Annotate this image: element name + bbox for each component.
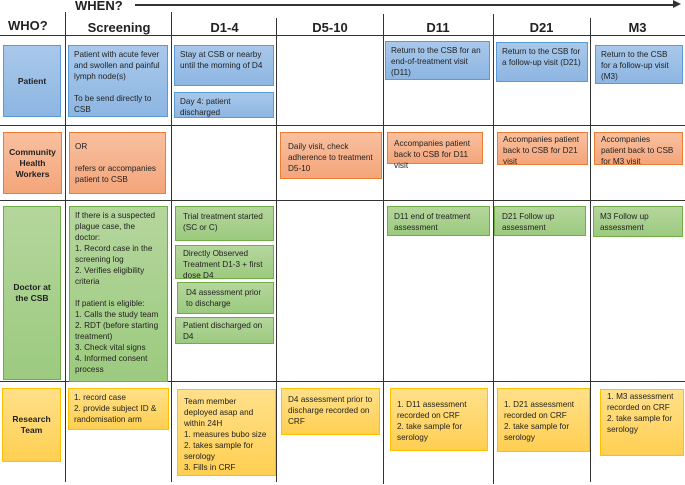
row-label-patient: Patient (3, 45, 61, 117)
col-d5-10: D5-10 (312, 20, 348, 35)
chw-m3-box: Accompanies patient back to CSB for M3 v… (594, 132, 683, 166)
when-label: WHEN? (75, 0, 123, 13)
patient-d11-box: Return to the CSB for an end-of-treatmen… (385, 41, 490, 80)
research-d11-box: 1. D11 assessment recorded on CRF 2. tak… (390, 388, 488, 451)
row-label-chw: Community Health Workers (3, 132, 62, 194)
col-divider (276, 18, 277, 482)
arrow-head-icon (673, 0, 681, 8)
patient-d21-box: Return to the CSB for a follow-up visit … (496, 42, 588, 82)
row-label-doctor: Doctor at the CSB (3, 206, 61, 380)
chw-d21-box: Accompanies patient back to CSB for D21 … (497, 132, 588, 166)
research-m3-box: 1. M3 assessment recorded on CRF 2. take… (600, 389, 684, 456)
row-label-research: Research Team (2, 388, 61, 462)
col-divider (65, 12, 66, 482)
col-divider (493, 14, 494, 484)
col-divider (383, 14, 384, 484)
col-divider (171, 12, 172, 482)
row-divider (0, 200, 685, 201)
col-d11: D11 (426, 20, 450, 35)
chw-screening-box: OR refers or accompanies patient to CSB (69, 132, 166, 194)
doctor-m3-box: M3 Follow up assessment (593, 206, 683, 237)
col-m3: M3 (628, 20, 647, 35)
doctor-d11-box: D11 end of treatment assessment (387, 206, 490, 236)
chw-d5-10-box: Daily visit, check adherence to treatmen… (280, 132, 382, 179)
patient-screening-box: Patient with acute fever and swollen and… (68, 45, 168, 117)
research-d1-4-box: Team member deployed asap and within 24H… (177, 389, 276, 476)
patient-d1-4-box: Stay at CSB or nearby until the morning … (174, 45, 274, 86)
doctor-dot-box: Directly Observed Treatment D1-3 + first… (175, 245, 274, 280)
row-divider (0, 125, 685, 126)
col-screening: Screening (87, 20, 151, 35)
time-arrow (135, 4, 675, 6)
research-d5-10-box: D4 assessment prior to discharge recorde… (281, 388, 380, 435)
doctor-d21-box: D21 Follow up assessment (494, 206, 586, 236)
header-divider (0, 35, 685, 36)
col-d21: D21 (529, 20, 554, 35)
doctor-discharge-box: Patient discharged on D4 (175, 317, 274, 344)
doctor-screening-box: If there is a suspected plague case, the… (69, 206, 168, 382)
doctor-d4-assessment-box: D4 assessment prior to discharge (177, 282, 274, 314)
chw-d11-box: Accompanies patient back to CSB for D11 … (387, 132, 483, 170)
col-d1-4: D1-4 (210, 20, 239, 35)
row-divider (0, 381, 685, 382)
research-screening-box: 1. record case 2. provide subject ID & r… (68, 388, 169, 430)
research-d21-box: 1. D21 assessment recorded on CRF 2. tak… (497, 388, 590, 452)
who-label: WHO? (8, 18, 48, 33)
doctor-trial-treatment-box: Trial treatment started (SC or C) (175, 206, 274, 241)
patient-d4-discharge-box: Day 4: patient discharged (174, 92, 274, 118)
col-divider (590, 18, 591, 482)
patient-m3-box: Return to the CSB for a follow-up visit … (595, 45, 683, 84)
